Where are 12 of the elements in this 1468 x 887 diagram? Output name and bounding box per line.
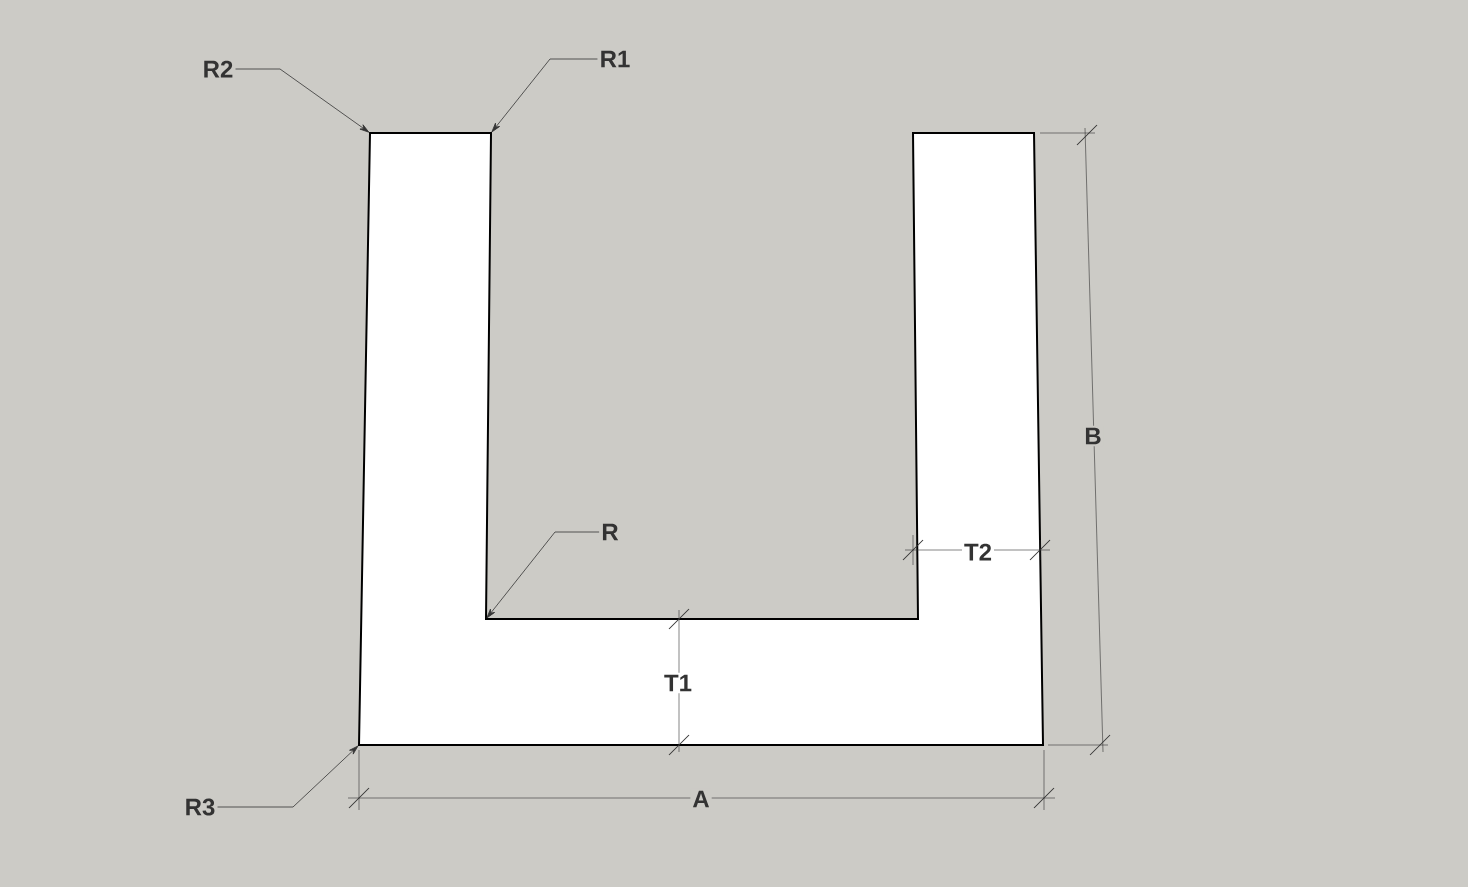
dimension-label: T2: [962, 541, 994, 563]
callout-label: R1: [601, 50, 630, 68]
dimension-label: T1: [662, 672, 694, 694]
leader-line: [235, 68, 370, 133]
callout-label: R3: [186, 798, 215, 816]
dimension-label: A: [690, 788, 712, 810]
leader-line: [491, 58, 598, 133]
leader-line: [217, 745, 359, 808]
callout-label: R: [602, 523, 619, 541]
leader-line: [486, 531, 600, 619]
callout-label: R2: [204, 60, 233, 78]
dimension-label: B: [1082, 425, 1104, 447]
